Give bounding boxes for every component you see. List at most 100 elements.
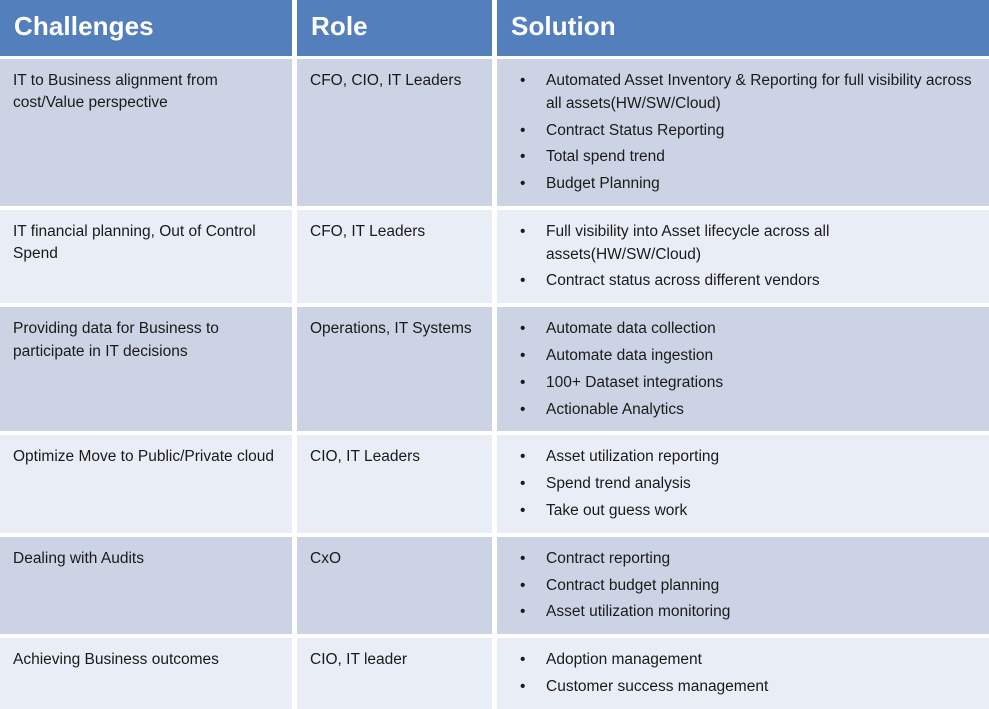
bullet-icon: • — [520, 222, 526, 240]
solution-bullet-item: • Adoption management — [510, 649, 977, 672]
solution-bullet-text: 100+ Dataset integrations — [546, 373, 724, 391]
solution-bullet-text: Take out guess work — [546, 501, 688, 519]
solution-bullet-item: • Contract status across different vendor… — [510, 270, 977, 293]
challenge-text: IT financial planning, Out of Control Sp… — [13, 222, 256, 263]
solution-bullet-item: • Spend trend analysis — [510, 473, 977, 496]
role-text: CFO, IT Leaders — [310, 222, 426, 240]
solution-bullet-text: Full visibility into Asset lifecycle acr… — [546, 222, 830, 263]
bullet-icon: • — [520, 347, 526, 365]
solution-bullet-text: Automated Asset Inventory & Reporting fo… — [546, 72, 972, 112]
solution-bullet-item: •Actionable Analytics — [510, 399, 977, 422]
solution-bullet-list: • Contract reporting • Contract budget plan… — [510, 548, 977, 624]
solution-bullet-text: Asset utilization monitoring — [546, 603, 731, 621]
solution-bullet-item: •Asset utilization reporting — [510, 446, 977, 469]
role-text: CIO, IT leader — [310, 651, 408, 669]
column-header-solution: Solution — [497, 0, 989, 59]
table-row: IT financial planning, Out of Control Sp… — [0, 209, 989, 308]
role-text: CxO — [310, 549, 341, 567]
cell-role: CIO, IT leader — [297, 638, 497, 709]
solution-bullet-item: • Asset utilization monitoring — [510, 601, 977, 624]
bullet-icon: • — [520, 475, 526, 493]
cell-role: CFO, CIO, IT Leaders — [297, 59, 497, 210]
table-row: Optimize Move to Public/Private cloud CIO… — [0, 435, 989, 537]
solution-bullet-text: Spend trend analysis — [546, 475, 691, 493]
table-row: Achieving Business outcomes CIO, IT leade… — [0, 638, 989, 709]
solution-bullet-item: • Automate data collection — [510, 318, 977, 341]
solution-bullet-item: • Contract Status Reporting — [510, 120, 977, 143]
cell-solution: • Adoption management • Customer success ma… — [497, 638, 989, 709]
solution-bullet-text: Contract status across different vendors — [546, 272, 820, 290]
challenge-text: Optimize Move to Public/Private cloud — [13, 448, 275, 466]
solution-bullet-item: • Contract reporting — [510, 548, 977, 571]
challenge-text: Providing data for Business to participa… — [13, 320, 219, 360]
cell-solution: • Automate data collection • Automate data … — [497, 307, 989, 436]
solution-bullet-text: Contract Status Reporting — [546, 121, 725, 139]
bullet-icon: • — [520, 175, 526, 193]
solution-bullet-item: • Total spend trend — [510, 146, 977, 169]
role-text: CFO, CIO, IT Leaders — [310, 72, 462, 89]
bullet-icon: • — [520, 651, 526, 669]
bullet-icon: • — [520, 72, 526, 89]
cell-challenge: Optimize Move to Public/Private cloud — [0, 435, 297, 537]
cell-role: Operations, IT Systems — [297, 307, 497, 436]
bullet-icon: • — [520, 549, 526, 567]
solution-bullet-item: • Automated Asset Inventory & Reporting f… — [510, 70, 977, 116]
cell-challenge: Providing data for Business to participa… — [0, 307, 297, 436]
challenge-text: IT to Business alignment from cost/Value… — [13, 72, 218, 112]
solution-bullet-item: • Take out guess work — [510, 500, 977, 523]
cell-challenge: Achieving Business outcomes — [0, 638, 297, 709]
solution-bullet-text: Adoption management — [546, 651, 702, 669]
bullet-icon: • — [520, 272, 526, 290]
solution-bullet-text: Asset utilization reporting — [546, 448, 720, 466]
cell-role: CFO, IT Leaders — [297, 209, 497, 308]
role-text: CIO, IT Leaders — [310, 448, 420, 466]
solution-bullet-text: Customer success management — [546, 677, 769, 695]
solution-bullet-list: • Full visibility into Asset lifecycle ac… — [510, 221, 977, 293]
challenge-text: Dealing with Audits — [13, 549, 144, 567]
column-header-role: Role — [297, 0, 497, 59]
solution-bullet-list: • Adoption management • Customer success ma… — [510, 649, 977, 699]
cell-solution: • Full visibility into Asset lifecycle ac… — [497, 209, 989, 308]
solution-bullet-text: Contract budget planning — [546, 576, 720, 594]
cell-solution: • Automated Asset Inventory & Reporting f… — [497, 59, 989, 210]
solution-bullet-item: • 100+ Dataset integrations — [510, 372, 977, 395]
solution-bullet-text: Budget Planning — [546, 175, 660, 193]
table-header: Challenges Role Solution — [0, 0, 989, 59]
solution-bullet-item: • Automate data ingestion — [510, 345, 977, 368]
bullet-icon: • — [520, 576, 526, 594]
bullet-icon: • — [520, 677, 526, 695]
cell-challenge: Dealing with Audits — [0, 536, 297, 639]
solution-bullet-text: Automate data collection — [546, 320, 716, 338]
table-row: Providing data for Business to participa… — [0, 307, 989, 436]
table-row: Dealing with Audits CxO • Contract reportin… — [0, 536, 989, 639]
bullet-icon: • — [520, 320, 526, 338]
cell-role: CxO — [297, 536, 497, 639]
solution-bullet-text: Contract reporting — [546, 549, 671, 567]
bullet-icon: • — [520, 603, 526, 621]
cell-challenge: IT to Business alignment from cost/Value… — [0, 59, 297, 210]
table-row: IT to Business alignment from cost/Value… — [0, 59, 989, 210]
solution-bullet-text: Actionable Analytics — [546, 400, 684, 418]
table-header-row: Challenges Role Solution — [0, 0, 989, 59]
cell-role: CIO, IT Leaders — [297, 435, 497, 537]
solution-bullet-text: Total spend trend — [546, 148, 665, 166]
solution-bullet-item: • Customer success management — [510, 676, 977, 699]
bullet-icon: • — [520, 148, 526, 166]
solution-bullet-item: • Full visibility into Asset lifecycle ac… — [510, 221, 977, 267]
solution-bullet-item: • Budget Planning — [510, 173, 977, 196]
solution-bullet-text: Automate data ingestion — [546, 347, 714, 365]
bullet-icon: • — [520, 373, 526, 391]
bullet-icon: • — [520, 501, 526, 519]
solution-bullet-list: • Automate data collection • Automate data … — [510, 318, 977, 421]
solution-bullet-item: • Contract budget planning — [510, 575, 977, 598]
table-body: IT to Business alignment from cost/Value… — [0, 59, 989, 709]
solution-bullet-list: •Asset utilization reporting•Spend trend… — [510, 446, 977, 522]
solution-bullet-list: • Automated Asset Inventory & Reporting f… — [510, 70, 977, 196]
cell-solution: •Asset utilization reporting•Spend trend… — [497, 435, 989, 537]
column-header-challenges: Challenges — [0, 0, 297, 59]
cell-challenge: IT financial planning, Out of Control Sp… — [0, 209, 297, 308]
cell-solution: • Contract reporting • Contract budget plan… — [497, 536, 989, 639]
role-text: Operations, IT Systems — [310, 320, 472, 338]
bullet-icon: • — [520, 121, 526, 139]
